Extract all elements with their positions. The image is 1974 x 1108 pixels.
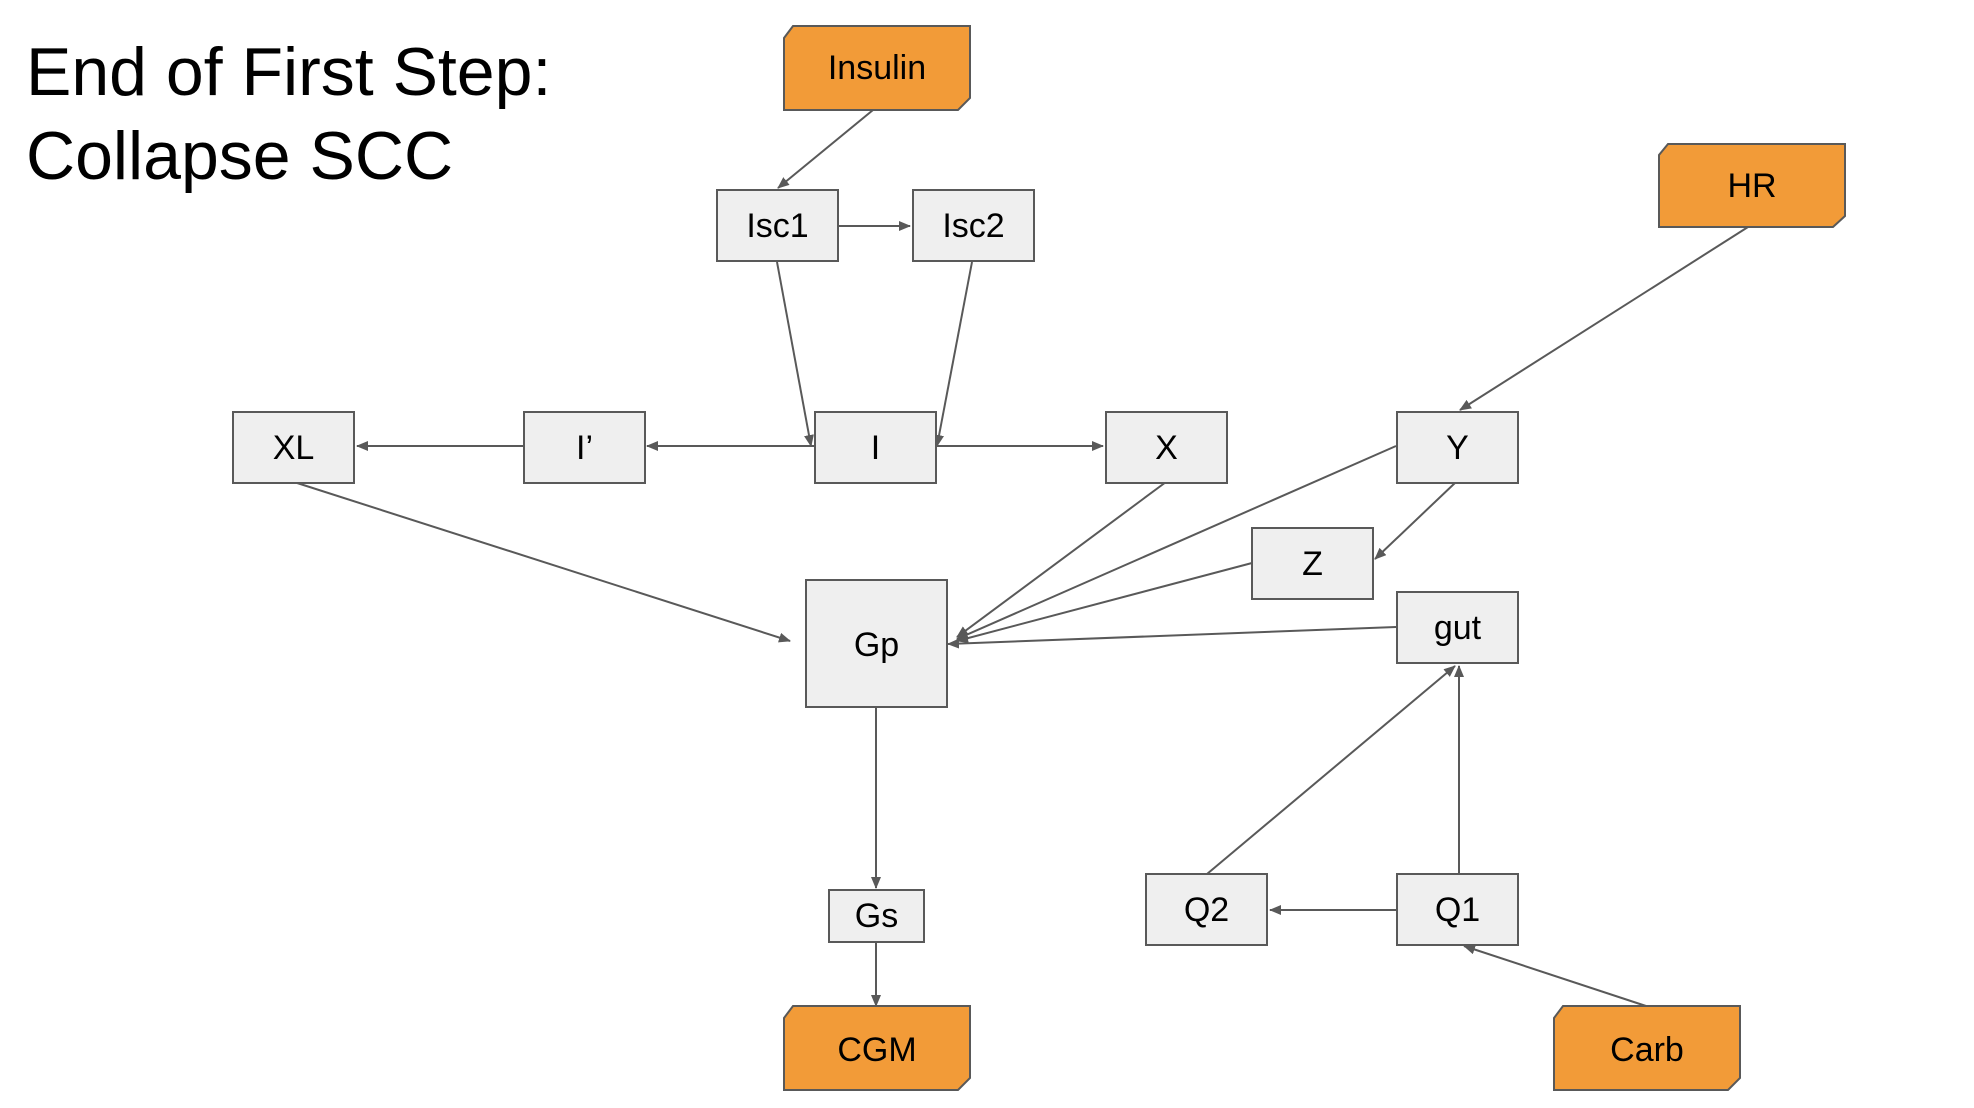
edge-gut-to-gp <box>947 626 1397 649</box>
slide-title-line-2: Collapse SCC <box>26 118 454 194</box>
node-gp-label: Gp <box>854 626 899 664</box>
node-gs[interactable]: Gs <box>828 889 925 943</box>
node-cgm-label: CGM <box>837 1031 916 1069</box>
node-gs-label: Gs <box>855 897 898 935</box>
edge-x-to-gp <box>956 481 1167 638</box>
node-iprime-label: I’ <box>576 429 593 467</box>
node-gp[interactable]: Gp <box>805 579 948 708</box>
node-y[interactable]: Y <box>1396 411 1519 484</box>
node-xl[interactable]: XL <box>232 411 355 484</box>
node-isc2-label: Isc2 <box>942 207 1004 245</box>
node-cgm[interactable]: CGM <box>783 1005 971 1091</box>
edge-y-to-gp <box>956 445 1397 640</box>
node-q2[interactable]: Q2 <box>1145 873 1268 946</box>
node-hr[interactable]: HR <box>1658 143 1846 228</box>
node-insulin[interactable]: Insulin <box>783 25 971 111</box>
edges <box>293 109 1749 1007</box>
node-carb[interactable]: Carb <box>1553 1005 1741 1091</box>
node-q1[interactable]: Q1 <box>1396 873 1519 946</box>
node-y-label: Y <box>1446 429 1469 467</box>
edge-isc2-to-i <box>934 261 973 447</box>
node-carb-label: Carb <box>1610 1031 1684 1069</box>
node-insulin-label: Insulin <box>828 49 926 87</box>
node-iprime[interactable]: I’ <box>523 411 646 484</box>
edge-z-to-gp <box>956 562 1253 644</box>
edge-hr-to-y <box>1459 226 1749 411</box>
node-gut[interactable]: gut <box>1396 591 1519 664</box>
slide-title: End of First Step: Collapse SCC <box>26 30 551 198</box>
edge-insulin-to-isc1 <box>777 109 874 189</box>
node-isc2[interactable]: Isc2 <box>912 189 1035 262</box>
node-x-label: X <box>1155 429 1178 467</box>
edge-y-to-z <box>1374 481 1457 560</box>
node-x[interactable]: X <box>1105 411 1228 484</box>
node-q1-label: Q1 <box>1435 891 1480 929</box>
node-isc1-label: Isc1 <box>746 207 808 245</box>
node-q2-label: Q2 <box>1184 891 1229 929</box>
node-gut-label: gut <box>1434 609 1482 647</box>
node-i-label: I <box>871 429 880 467</box>
edge-carb-to-q1 <box>1463 944 1647 1007</box>
node-isc1[interactable]: Isc1 <box>716 189 839 262</box>
edge-isc1-to-i <box>776 261 814 447</box>
node-hr-label: HR <box>1727 167 1776 205</box>
slide-title-line-1: End of First Step: <box>26 34 552 110</box>
node-z[interactable]: Z <box>1251 527 1374 600</box>
edge-xl-to-gp <box>293 481 791 643</box>
edge-q2-to-gut <box>1206 665 1456 875</box>
node-z-label: Z <box>1302 545 1323 583</box>
node-xl-label: XL <box>273 429 315 467</box>
node-i[interactable]: I <box>814 411 937 484</box>
